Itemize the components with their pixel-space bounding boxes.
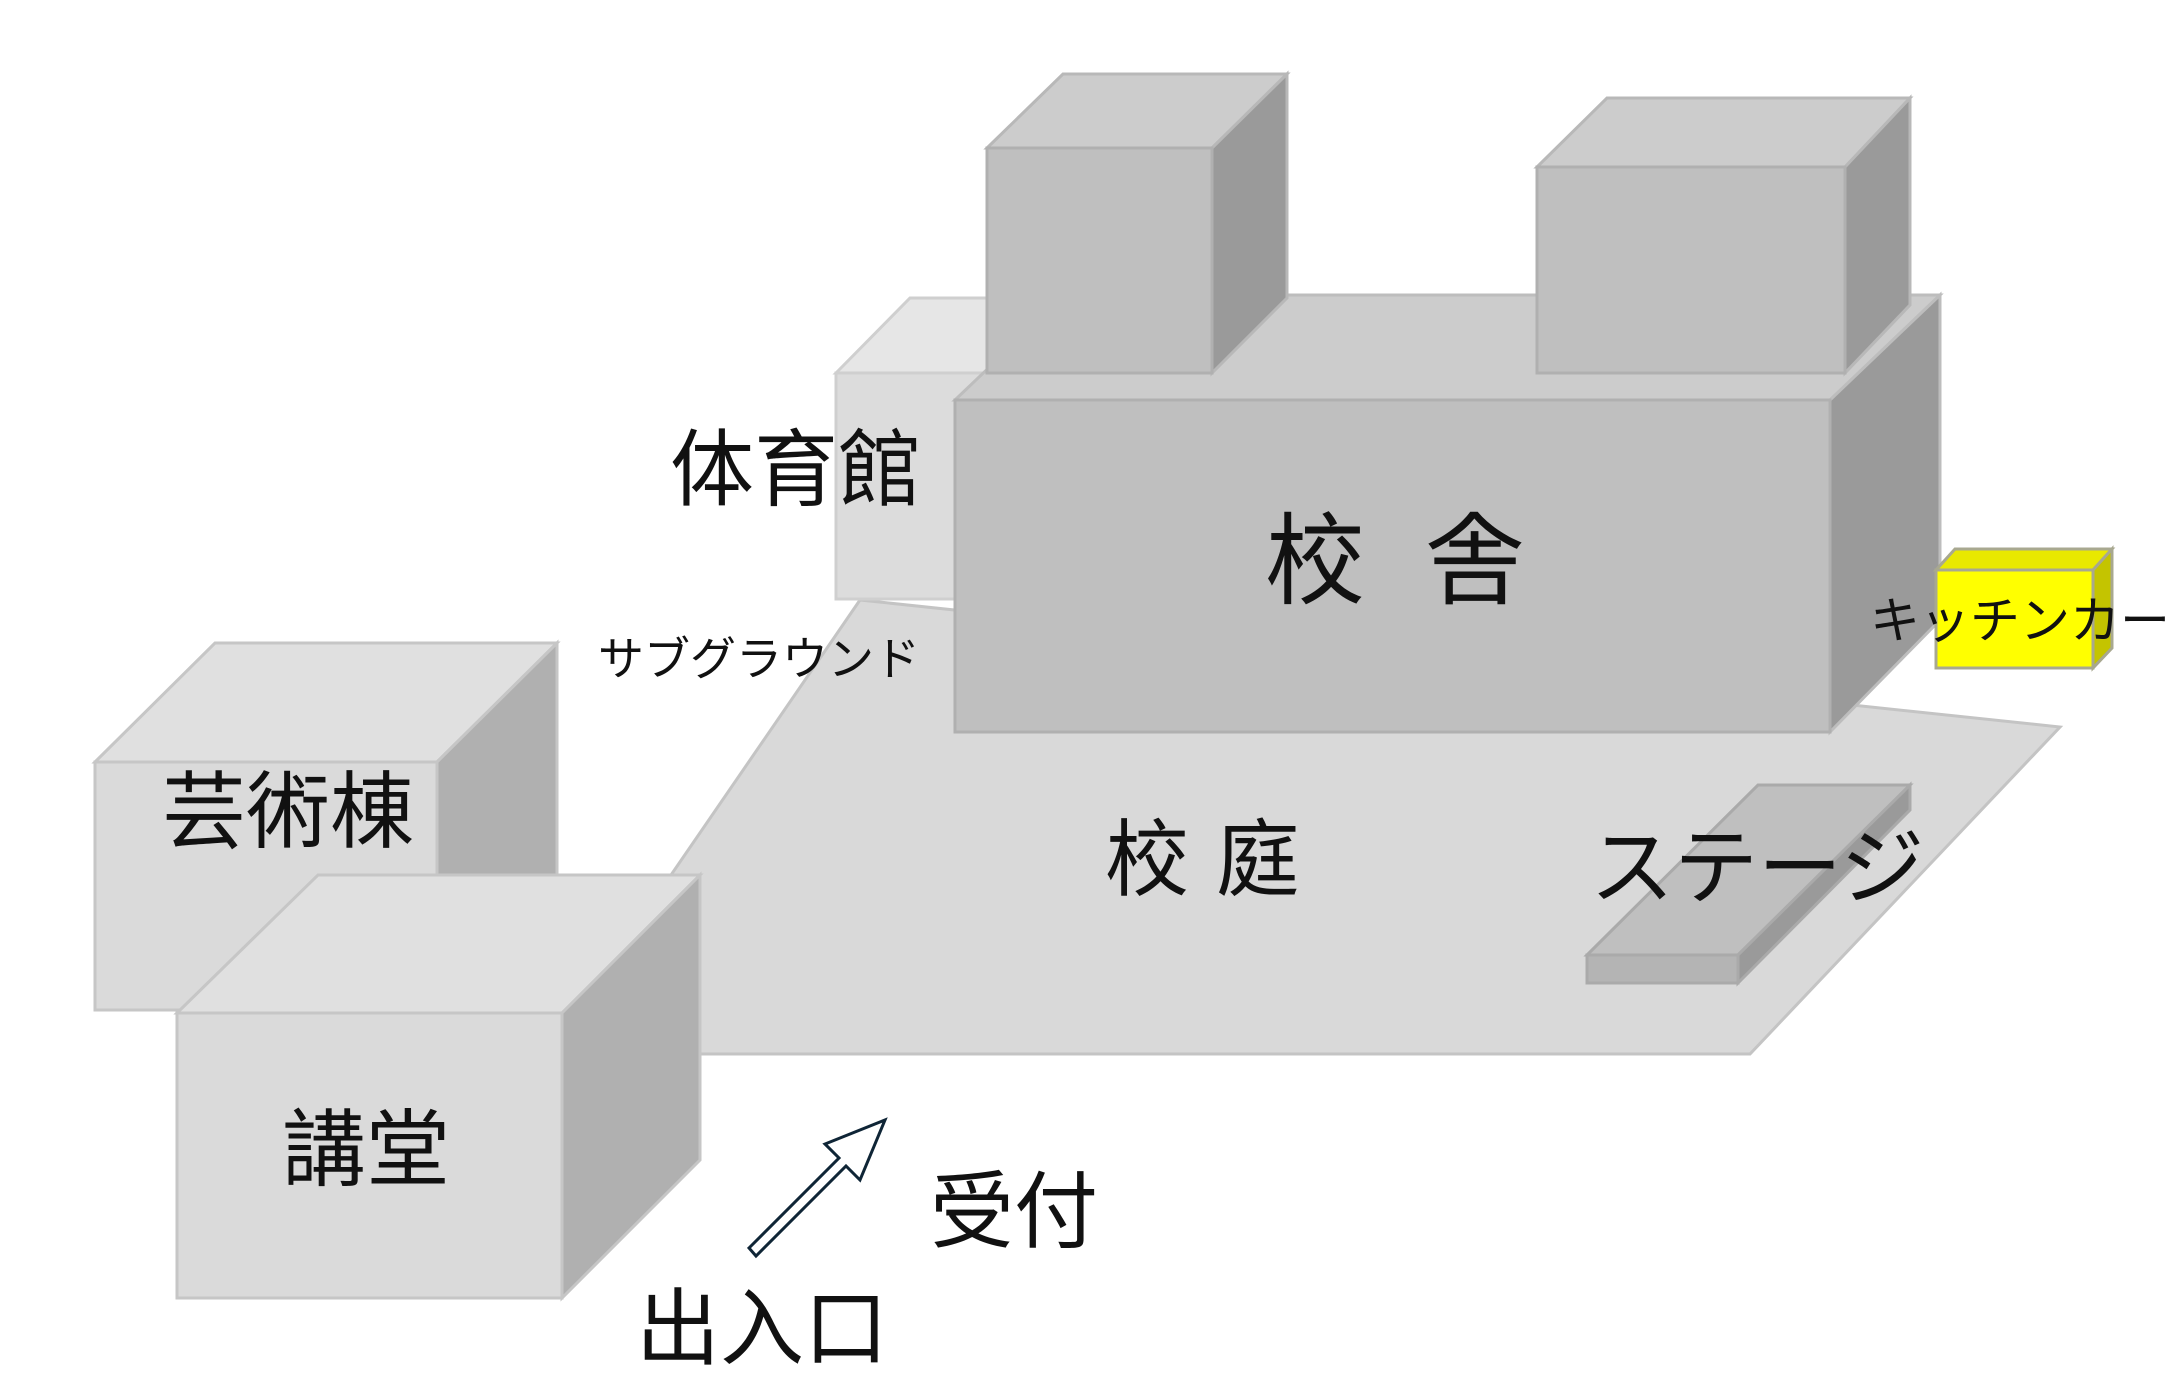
gymnasium-label: 体育館 [670, 421, 923, 519]
sub-ground-label: サブグラウンド [598, 632, 920, 686]
kitchen-car-block [1932, 545, 2116, 672]
arts-building-label: 芸術棟 [162, 763, 415, 861]
reception-label: 受付 [930, 1163, 1099, 1261]
right-tower-block [1533, 94, 1914, 377]
auditorium-block [173, 871, 704, 1302]
school-building-label: 校 舎 [1265, 503, 1539, 620]
auditorium-label: 講堂 [282, 1101, 451, 1199]
stage-block [1583, 781, 1914, 987]
kitchen-car-label: キッチンカー [1870, 592, 2170, 650]
entrance-label: 出入口 [636, 1280, 889, 1378]
left-tower-block [983, 70, 1291, 377]
courtyard-label: 校 庭 [1105, 811, 1300, 909]
arrow-icon [746, 1117, 888, 1259]
stage-label: ステージ [1590, 819, 1925, 917]
